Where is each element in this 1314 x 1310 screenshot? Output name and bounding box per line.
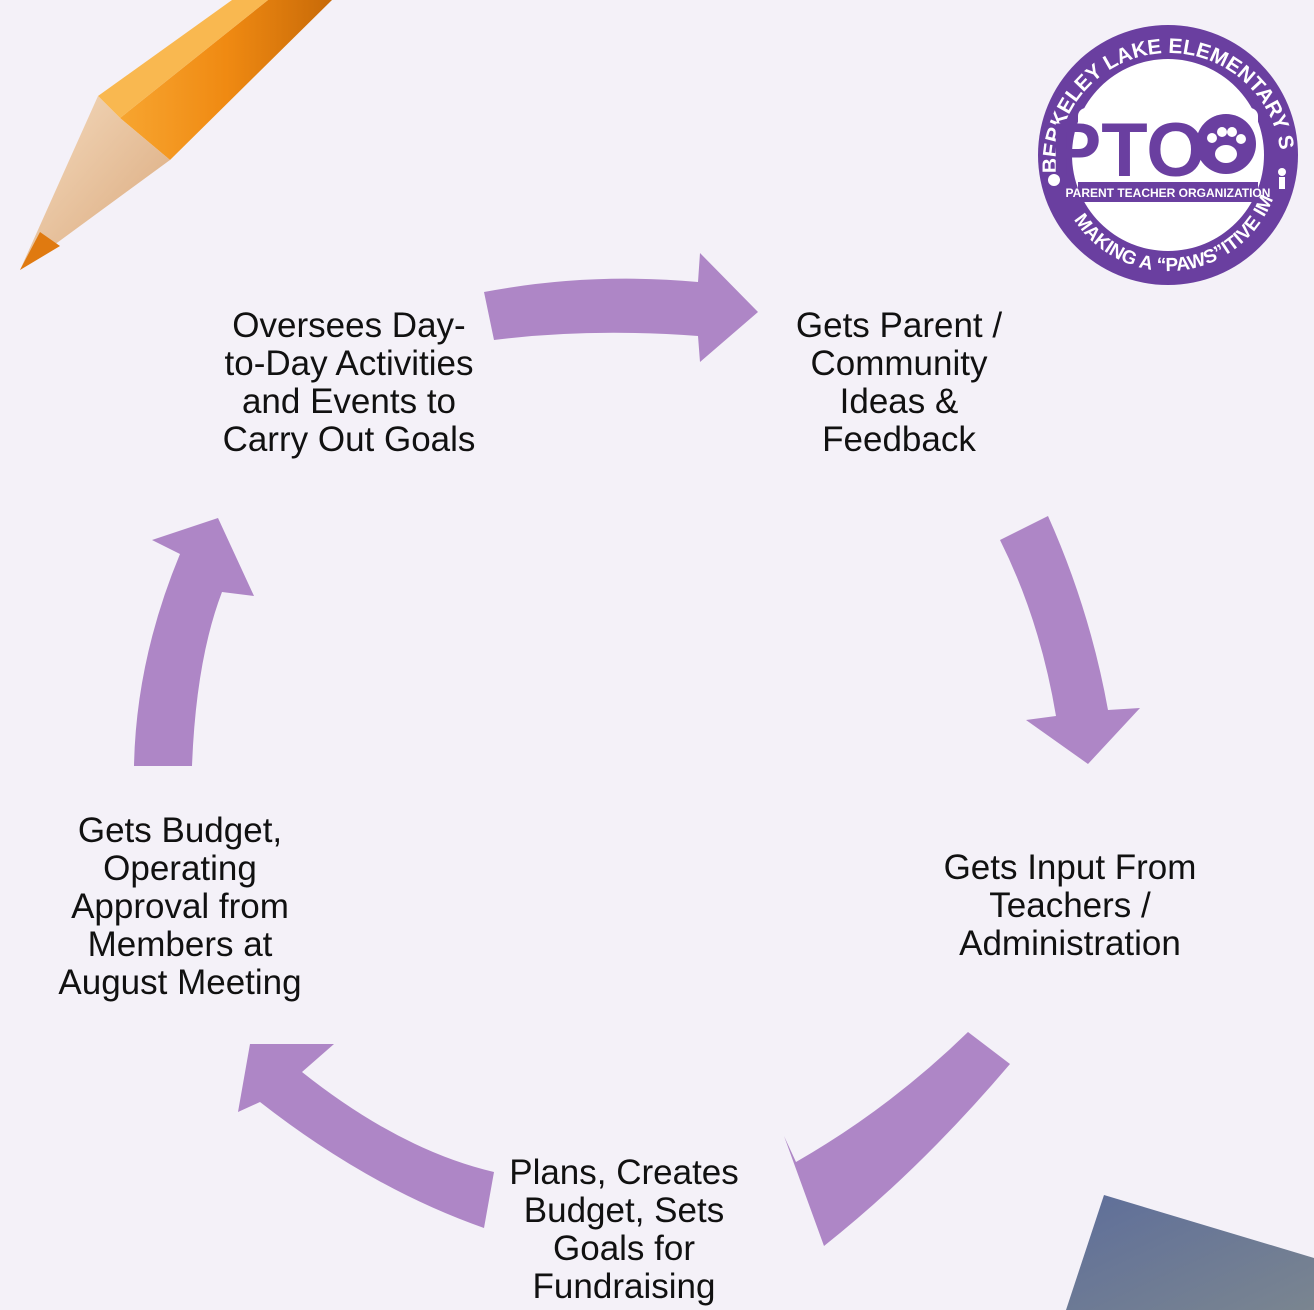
cycle-arrow-4 (238, 1044, 494, 1228)
logo-subtitle: PARENT TEACHER ORGANIZATION (1066, 186, 1271, 200)
pencil-icon (20, 0, 332, 270)
corner-shape (1066, 1195, 1314, 1310)
step-plans-budget-goals: Plans, Creates Budget, Sets Goals for Fu… (509, 1153, 739, 1306)
cycle-arrow-3 (784, 1032, 1010, 1246)
apple-icon (1048, 174, 1060, 186)
logo-acronym: PTO (1051, 108, 1206, 193)
step-budget-approval: Gets Budget, Operating Approval from Mem… (58, 811, 302, 1002)
cycle-arrow-1 (484, 253, 758, 362)
step-parent-community-ideas: Gets Parent / Community Ideas & Feedback (795, 306, 1003, 459)
family-icon (1278, 168, 1286, 189)
cycle-arrow-2 (1000, 516, 1140, 764)
paw-icon (1196, 114, 1256, 174)
cycle-arrow-5 (134, 518, 254, 766)
step-oversees-activities: Oversees Day- to-Day Activities and Even… (222, 306, 476, 459)
cycle-arrows (134, 253, 1140, 1246)
step-teacher-admin-input: Gets Input From Teachers / Administratio… (943, 848, 1197, 963)
